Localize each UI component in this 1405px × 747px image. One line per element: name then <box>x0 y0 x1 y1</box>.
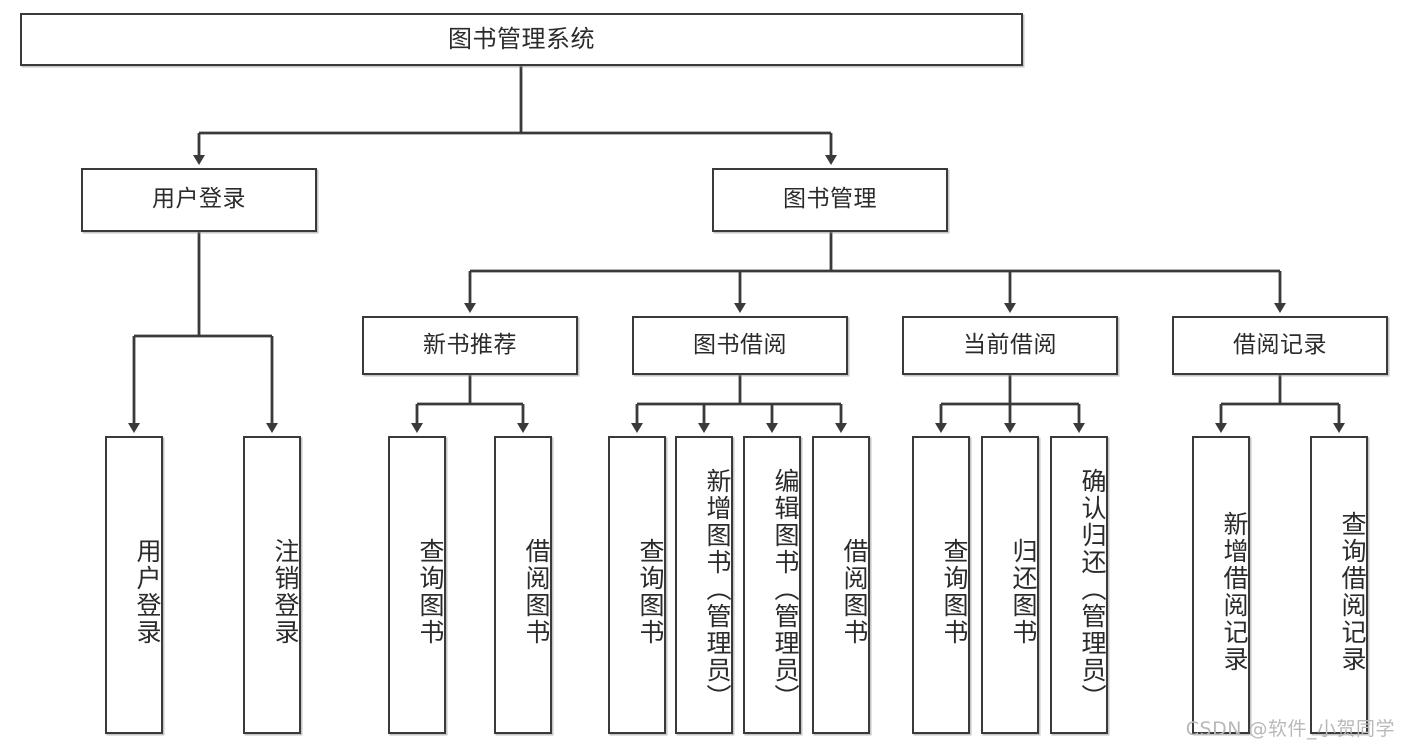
leaf-book-borrow-query[interactable]: 查询图书 <box>608 436 666 734</box>
node-root[interactable]: 图书管理系统 <box>20 13 1023 66</box>
leaf-user-login-logout[interactable]: 注销登录 <box>243 436 301 734</box>
leaf-user-login-login[interactable]: 用户登录 <box>105 436 163 734</box>
leaf-borrow-record-add[interactable]: 新增借阅记录 <box>1192 436 1250 734</box>
node-borrow-record[interactable]: 借阅记录 <box>1172 316 1388 375</box>
node-book-management[interactable]: 图书管理 <box>712 168 948 232</box>
leaf-book-borrow-borrow[interactable]: 借阅图书 <box>812 436 870 734</box>
leaf-current-borrow-return[interactable]: 归还图书 <box>981 436 1039 734</box>
leaf-current-borrow-confirm-return[interactable]: 确认归还（管理员） <box>1050 436 1108 734</box>
leaf-borrow-record-query[interactable]: 查询借阅记录 <box>1310 436 1368 734</box>
leaf-new-book-query[interactable]: 查询图书 <box>388 436 446 734</box>
node-current-borrow[interactable]: 当前借阅 <box>902 316 1118 375</box>
leaf-current-borrow-query[interactable]: 查询图书 <box>912 436 970 734</box>
node-new-book-recommend[interactable]: 新书推荐 <box>362 316 578 375</box>
node-book-borrow[interactable]: 图书借阅 <box>632 316 848 375</box>
csdn-watermark: CSDN @软件_小贺同学 <box>1185 718 1395 740</box>
leaf-book-borrow-add[interactable]: 新增图书（管理员） <box>675 436 733 734</box>
leaf-book-borrow-edit[interactable]: 编辑图书（管理员） <box>743 436 801 734</box>
leaf-new-book-borrow[interactable]: 借阅图书 <box>494 436 552 734</box>
node-user-login[interactable]: 用户登录 <box>81 168 317 232</box>
